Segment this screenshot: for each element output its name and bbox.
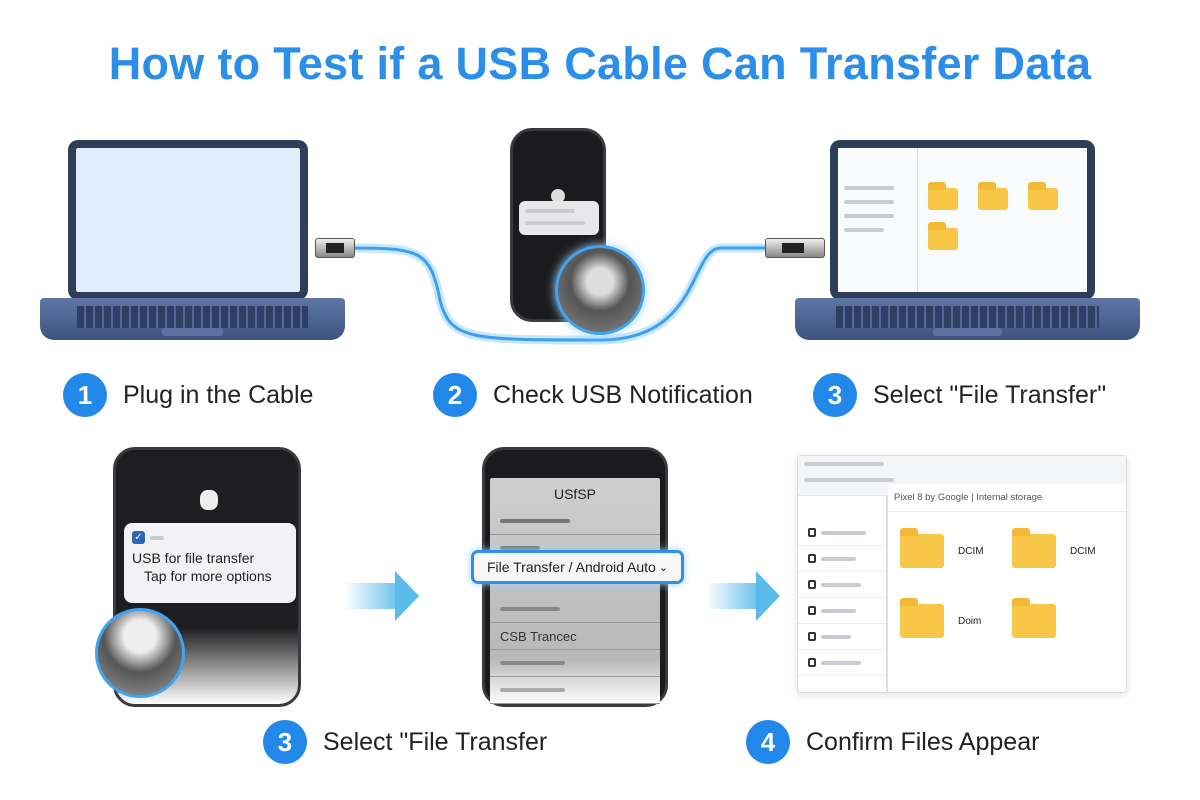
- check-icon: ✓: [132, 531, 145, 544]
- step-number: 3: [263, 720, 307, 764]
- menu-item[interactable]: [490, 508, 660, 535]
- laptop-right-keyboard: [795, 298, 1140, 340]
- usb-port-magnifier: [95, 608, 185, 698]
- folder-item[interactable]: Doim: [900, 598, 1002, 638]
- sidebar-item[interactable]: [798, 546, 886, 572]
- step-2: 2 Check USB Notification: [433, 373, 753, 417]
- file-explorer-window: Pixel 8 by Google | Internal storage DCI…: [797, 455, 1127, 693]
- menu-item-usb[interactable]: CSB Trancec: [490, 623, 660, 650]
- usb-port-magnifier[interactable]: [555, 245, 645, 335]
- step-number: 3: [813, 373, 857, 417]
- step-3-bottom: 3 Select "File Transfer: [263, 720, 547, 764]
- usb-plug-icon: [765, 238, 825, 258]
- laptop-left-keyboard: [40, 298, 345, 340]
- step-label: Check USB Notification: [493, 380, 753, 409]
- sidebar-item[interactable]: [798, 624, 886, 650]
- step-1: 1 Plug in the Cable: [63, 373, 313, 417]
- arrow-right-icon: [706, 571, 780, 621]
- step-3: 3 Select "File Transfer": [813, 373, 1106, 417]
- phone-notification: [510, 128, 606, 322]
- menu-item[interactable]: [490, 596, 660, 623]
- folder-icon: [900, 528, 944, 568]
- folder-icon[interactable]: [978, 182, 1008, 210]
- folder-item[interactable]: [1012, 598, 1114, 638]
- step-label: Select "File Transfer": [873, 380, 1107, 409]
- notification-subtitle: Tap for more options: [144, 568, 272, 584]
- arrow-right-icon: [345, 571, 419, 621]
- folder-icon[interactable]: [928, 222, 958, 250]
- dropdown-value: File Transfer / Android Auto: [486, 559, 656, 575]
- usb-menu-header: USfSP: [553, 486, 596, 502]
- step-number: 1: [63, 373, 107, 417]
- chevron-down-icon: ⌄: [658, 561, 669, 574]
- sidebar-item[interactable]: [798, 520, 886, 546]
- step-number: 2: [433, 373, 477, 417]
- folder-icon: [900, 598, 944, 638]
- laptop-screen-blank: [76, 148, 300, 292]
- folder-item[interactable]: DCIM: [1012, 528, 1114, 568]
- step-4: 4 Confirm Files Appear: [746, 720, 1039, 764]
- folder-name: Doim: [958, 615, 982, 627]
- folder-icon[interactable]: [928, 182, 958, 210]
- folder-item[interactable]: DCIM: [900, 528, 1002, 568]
- sidebar-item[interactable]: [798, 650, 886, 676]
- breadcrumb: Pixel 8 by Google | Internal storage: [888, 484, 1126, 512]
- notification-title: USB for file transfer: [132, 550, 255, 566]
- laptop-right: [830, 140, 1095, 300]
- usb-plug-icon: [315, 238, 355, 258]
- menu-item[interactable]: [490, 677, 660, 704]
- folder-icon: [1012, 528, 1056, 568]
- folder-name: DCIM: [958, 545, 984, 557]
- step-label: Plug in the Cable: [123, 380, 314, 409]
- usb-notification-card[interactable]: ✓ USB for file transfer Tap for more opt…: [124, 523, 296, 603]
- folder-icon[interactable]: [1028, 182, 1058, 210]
- page-title: How to Test if a USB Cable Can Transfer …: [108, 38, 1092, 89]
- step-label: Select "File Transfer: [323, 727, 548, 756]
- file-transfer-dropdown[interactable]: File Transfer / Android Auto⌄: [471, 550, 684, 584]
- menu-item[interactable]: [490, 650, 660, 677]
- laptop-left: [68, 140, 308, 300]
- folder-icon: [1012, 598, 1056, 638]
- sidebar-item[interactable]: [798, 572, 886, 598]
- folder-name: DCIM: [1070, 545, 1096, 557]
- sidebar-item[interactable]: [798, 598, 886, 624]
- step-number: 4: [746, 720, 790, 764]
- step-label: Confirm Files Appear: [806, 727, 1040, 756]
